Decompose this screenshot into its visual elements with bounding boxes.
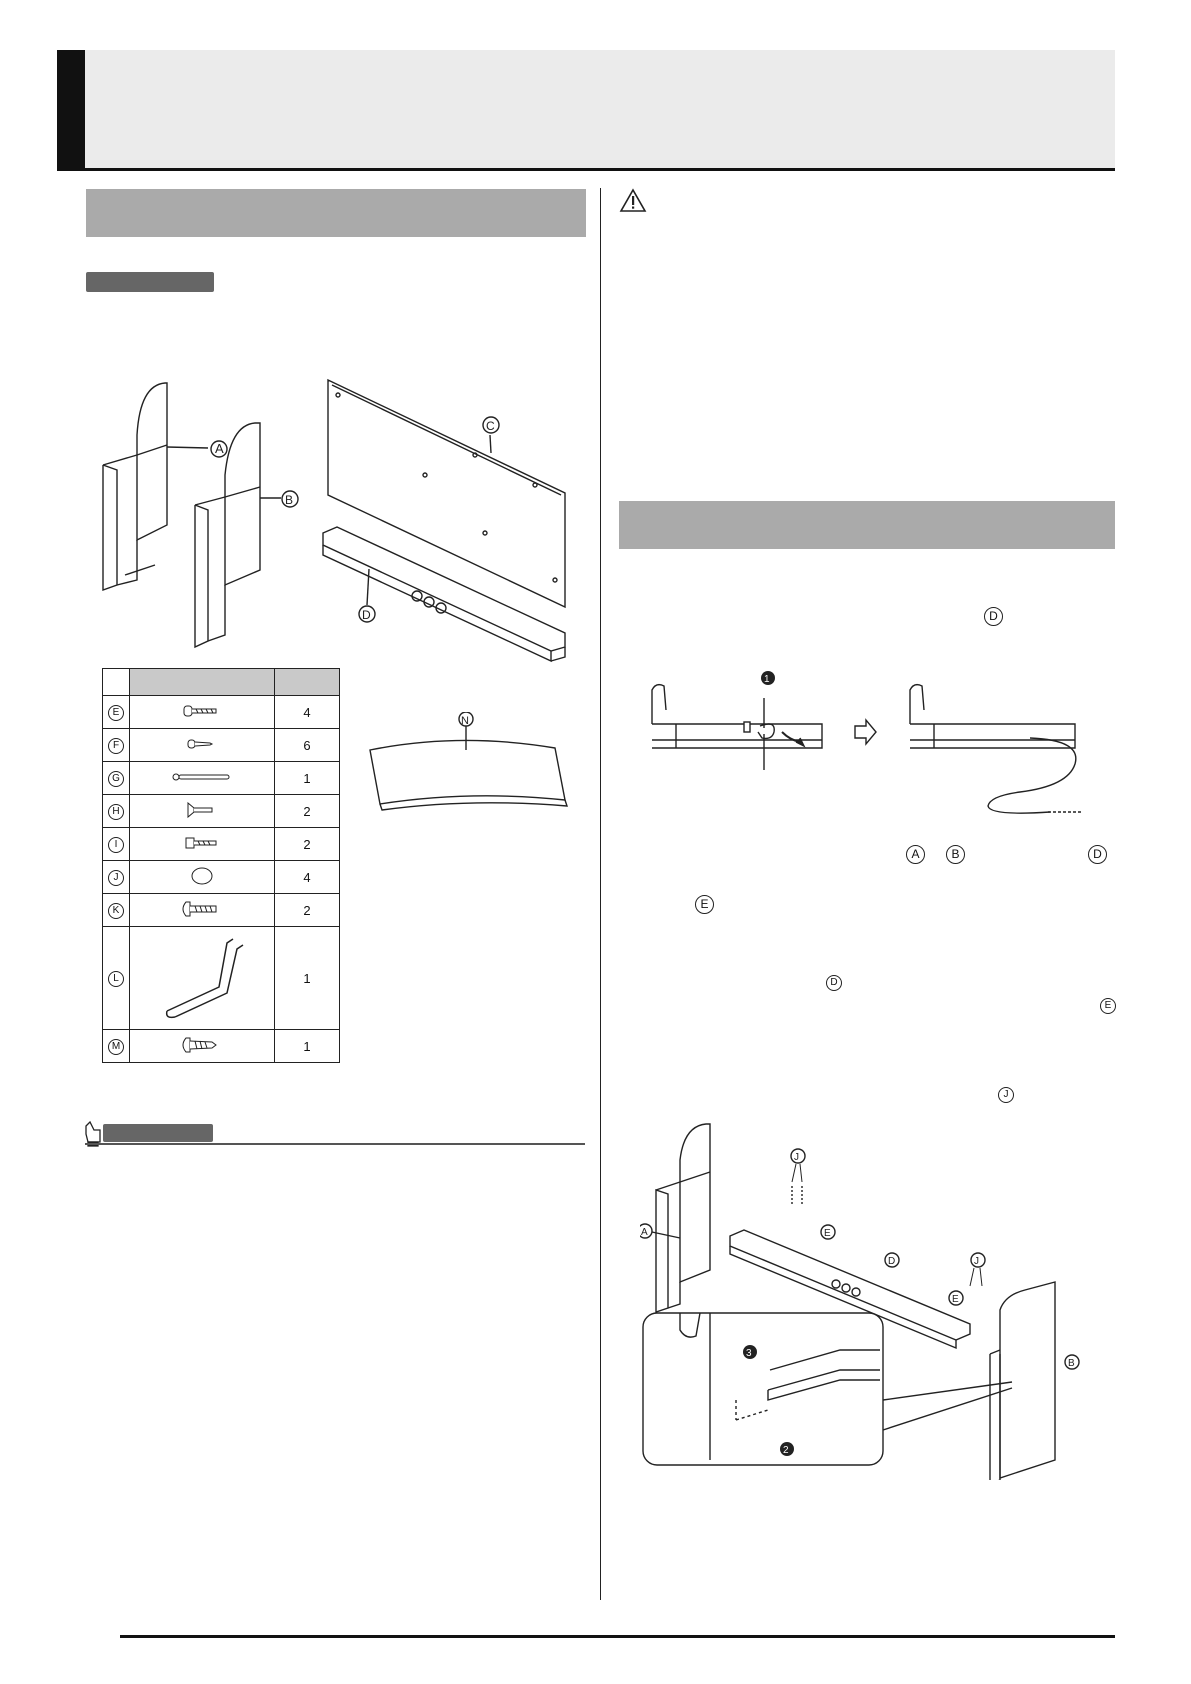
leader-c xyxy=(489,434,492,454)
part-qty: 6 xyxy=(274,728,340,762)
column-divider xyxy=(600,188,601,1600)
table-row: F 6 xyxy=(102,728,340,762)
assembly-label-d: D xyxy=(888,1256,895,1267)
label-c: C xyxy=(486,419,495,433)
step1-marker-d: D xyxy=(984,607,1003,626)
table-row: J 4 xyxy=(102,860,340,894)
inline-marker-e: E xyxy=(1100,998,1116,1014)
header-tab-marker xyxy=(57,50,85,171)
side-panel-a xyxy=(655,1123,711,1313)
callout-3: 3 xyxy=(746,1348,752,1359)
page-header xyxy=(57,50,1115,171)
parts-table-header xyxy=(102,668,340,696)
table-row: M 1 xyxy=(102,1029,340,1063)
pedal-bar-after xyxy=(909,683,1082,814)
pedal-unit-d xyxy=(729,1229,971,1350)
round-screw-icon xyxy=(182,901,217,916)
left-section-tag xyxy=(86,272,214,292)
parts-illustration: A B C D xyxy=(102,378,566,663)
step2-marker-e: E xyxy=(695,895,714,914)
leader-a xyxy=(166,446,209,449)
small-screw-icon xyxy=(187,739,214,748)
part-qty: 2 xyxy=(274,827,340,861)
part-qty: 4 xyxy=(274,860,340,894)
music-stand-illustration: N xyxy=(369,712,568,811)
assembly-label-e-1: E xyxy=(824,1228,831,1239)
inline-marker-j: J xyxy=(998,1087,1014,1103)
bolt-icon xyxy=(185,837,217,848)
pedal-bar-before xyxy=(651,683,823,770)
side-panel-b xyxy=(194,422,261,649)
col-qty-header xyxy=(274,668,340,696)
col-letter-header xyxy=(102,668,130,696)
leader-d xyxy=(366,568,370,606)
screw-icon xyxy=(183,705,217,716)
cable-tie-icon xyxy=(172,773,230,780)
assembly-label-j-1: J xyxy=(794,1152,799,1163)
part-letter: H xyxy=(108,804,124,820)
part-qty: 1 xyxy=(274,1029,340,1063)
assembly-diagram: A J E D J E B xyxy=(640,1123,1080,1480)
callout-2: 2 xyxy=(783,1445,789,1456)
assembly-label-j-2: J xyxy=(974,1256,979,1267)
label-d: D xyxy=(362,608,371,622)
part-qty: 2 xyxy=(274,893,340,927)
hook-icon xyxy=(165,937,244,1018)
side-panel-b xyxy=(989,1281,1056,1480)
part-letter: E xyxy=(108,705,124,721)
table-row: K 2 xyxy=(102,893,340,927)
assembly-label-a: A xyxy=(641,1227,648,1238)
label-n: N xyxy=(461,715,469,727)
warning-triangle-icon xyxy=(619,188,647,212)
table-row: G 1 xyxy=(102,761,340,795)
col-part-header xyxy=(129,668,275,696)
part-letter: L xyxy=(108,971,124,987)
cable-routing-diagram: 1 xyxy=(651,671,1082,814)
step2-marker-a: A xyxy=(906,845,925,864)
back-panel-c xyxy=(327,378,566,609)
table-row: H 2 xyxy=(102,794,340,828)
footer-rule xyxy=(120,1635,1115,1638)
part-letter: M xyxy=(108,1039,124,1055)
part-qty: 2 xyxy=(274,794,340,828)
inline-marker-d: D xyxy=(826,975,842,991)
assembly-label-b: B xyxy=(1068,1358,1075,1369)
part-letter: I xyxy=(108,837,124,853)
right-section-heading xyxy=(619,501,1115,549)
part-qty: 4 xyxy=(274,695,340,729)
callout-1: 1 xyxy=(764,674,770,685)
step2-marker-b: B xyxy=(946,845,965,864)
wing-screw-icon xyxy=(187,801,213,818)
table-row: E 4 xyxy=(102,695,340,729)
table-row: I 2 xyxy=(102,827,340,861)
pedal-unit-d xyxy=(322,526,566,663)
parts-table: E 4 F 6 G 1 H 2 I 2 J 4 K 2 L 1 M 1 xyxy=(102,668,340,1063)
part-letter: J xyxy=(108,870,124,886)
note-divider xyxy=(85,1143,585,1145)
label-b: B xyxy=(285,493,293,507)
note-tag xyxy=(103,1124,213,1142)
table-row: L 1 xyxy=(102,926,340,1030)
label-a: A xyxy=(215,441,224,456)
part-letter: K xyxy=(108,903,124,919)
step2-marker-d: D xyxy=(1088,845,1107,864)
detail-inset: 3 2 xyxy=(642,1312,1013,1466)
cap-icon xyxy=(191,867,213,884)
part-letter: G xyxy=(108,771,124,787)
part-letter: F xyxy=(108,738,124,754)
tapping-screw-icon xyxy=(182,1037,217,1052)
assembly-label-e-2: E xyxy=(952,1294,959,1305)
side-panel-a xyxy=(102,382,168,591)
arrow-right-icon xyxy=(854,718,877,746)
left-section-heading xyxy=(86,189,586,237)
part-qty: 1 xyxy=(274,926,340,1030)
part-qty: 1 xyxy=(274,761,340,795)
